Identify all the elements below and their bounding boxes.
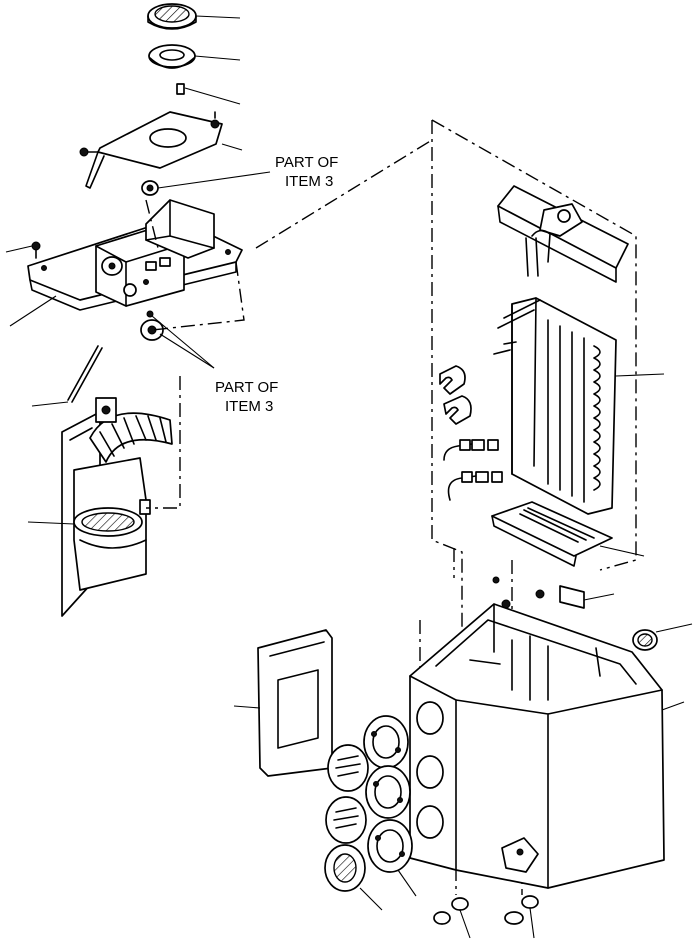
- knob-part-of-item3-upper: [142, 181, 158, 195]
- main-housing: [410, 604, 664, 888]
- leader-line: [600, 546, 644, 556]
- leader-line: [196, 16, 240, 18]
- hose-elbow-lower: [444, 396, 471, 424]
- outlet-vent-2: [326, 797, 366, 843]
- gasket-strip: [68, 346, 102, 402]
- leader-line: [10, 296, 56, 326]
- knob-part-of-item3-lower: [141, 311, 163, 340]
- bracket-clip: [493, 577, 584, 608]
- leader-line: [6, 246, 32, 252]
- valve-bracket: [498, 186, 628, 282]
- callout-lower-line2: ITEM 3: [225, 398, 273, 415]
- leader-line: [530, 908, 534, 938]
- leader-line: [28, 522, 74, 524]
- vent-ring-1: [364, 716, 408, 768]
- leader-line: [185, 88, 240, 104]
- leader-line: [662, 702, 684, 710]
- leader-line: [234, 706, 260, 708]
- leader-line: [656, 624, 692, 632]
- outlet-vent-3: [325, 845, 365, 891]
- bottom-grommet-left: [434, 898, 468, 924]
- callout-upper-line1: PART OF: [275, 154, 338, 171]
- leader-line: [584, 594, 614, 600]
- top-grommet: [149, 45, 195, 68]
- side-access-panel: [258, 630, 332, 776]
- small-clip: [177, 84, 184, 94]
- leader-line: [398, 870, 416, 896]
- callout-lower-line1: PART OF: [215, 379, 278, 396]
- callout-upper: PART OF ITEM 3: [158, 154, 338, 190]
- heater-core: [494, 298, 616, 514]
- fitting-upper: [444, 440, 498, 460]
- vent-ring-2: [366, 766, 410, 818]
- air-filter: [492, 502, 612, 566]
- leader-line: [360, 888, 382, 910]
- leader-line: [616, 374, 664, 376]
- grommet-side: [633, 630, 657, 650]
- blower-motor: [74, 398, 150, 590]
- cover-plate: [80, 112, 222, 188]
- leader-line: [32, 402, 68, 406]
- top-louver-vent: [148, 4, 196, 29]
- fitting-lower: [449, 472, 503, 500]
- callout-upper-line2: ITEM 3: [285, 173, 333, 190]
- leader-line: [460, 910, 470, 938]
- vent-ring-3: [368, 820, 412, 872]
- leader-line: [195, 56, 240, 60]
- callout-lower: PART OF ITEM 3: [152, 316, 278, 415]
- outlet-vent-1: [328, 745, 368, 791]
- screw: [32, 242, 40, 258]
- bottom-plug-right: [505, 896, 538, 924]
- leader-line: [222, 144, 242, 150]
- switch-bracket: [146, 200, 214, 258]
- hose-elbow-upper: [440, 366, 465, 394]
